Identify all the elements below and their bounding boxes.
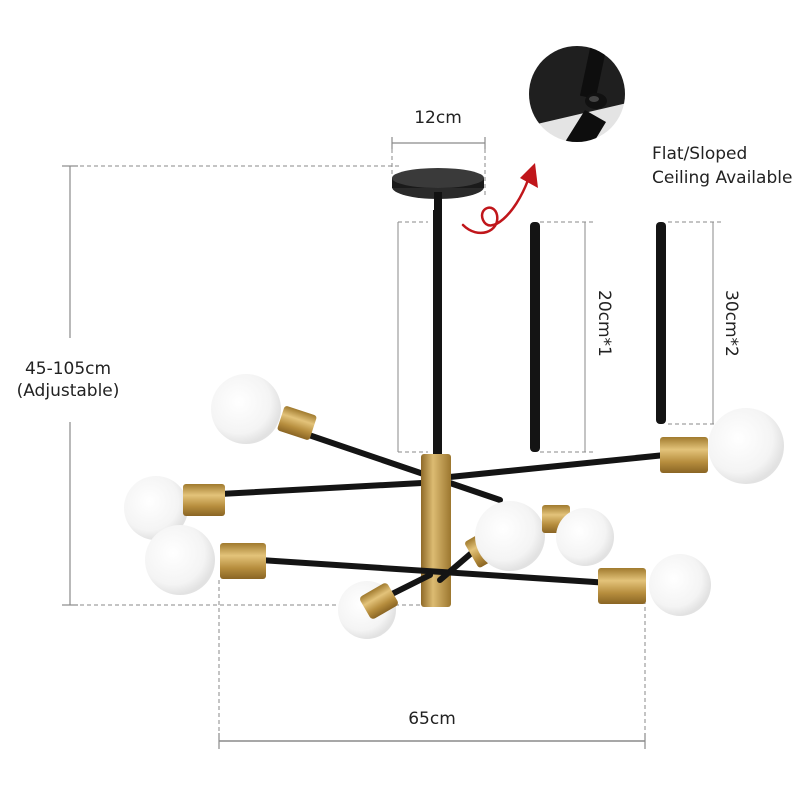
bulb-lower-left <box>145 525 266 595</box>
spare-rod-20cm <box>530 222 540 452</box>
rod-20cm-label: 20cm*1 <box>594 290 614 357</box>
sloped-ceiling-inset <box>529 46 625 142</box>
bulb-top-left <box>211 374 317 444</box>
inset-caption: Flat/Sloped Ceiling Available <box>652 142 792 190</box>
downrod <box>433 210 442 455</box>
spare-rod-30cm <box>656 222 666 424</box>
bulb-right-top <box>660 408 784 484</box>
bulb-back-right <box>542 505 614 566</box>
rod-30cm-label: 30cm*2 <box>721 290 741 357</box>
canopy-width-label: 12cm <box>414 108 462 128</box>
center-hub <box>421 454 451 607</box>
bulb-center-right <box>465 501 545 571</box>
total-height-range: 45-105cm <box>24 359 112 379</box>
dimension-lines <box>62 137 721 749</box>
bulb-lower-right <box>598 554 711 616</box>
total-height-label: 45-105cm (Adjustable) <box>0 358 136 402</box>
bulb-left-middle <box>124 476 225 540</box>
ceiling-canopy <box>392 168 484 212</box>
red-arrow-icon <box>461 163 538 235</box>
inset-caption-line1: Flat/Sloped <box>652 144 748 164</box>
bulb-bottom-center <box>338 581 398 639</box>
arms-back <box>217 429 668 503</box>
inset-caption-line2: Ceiling Available <box>652 168 793 188</box>
total-width-label: 65cm <box>408 709 456 729</box>
total-height-note: (Adjustable) <box>16 381 120 401</box>
